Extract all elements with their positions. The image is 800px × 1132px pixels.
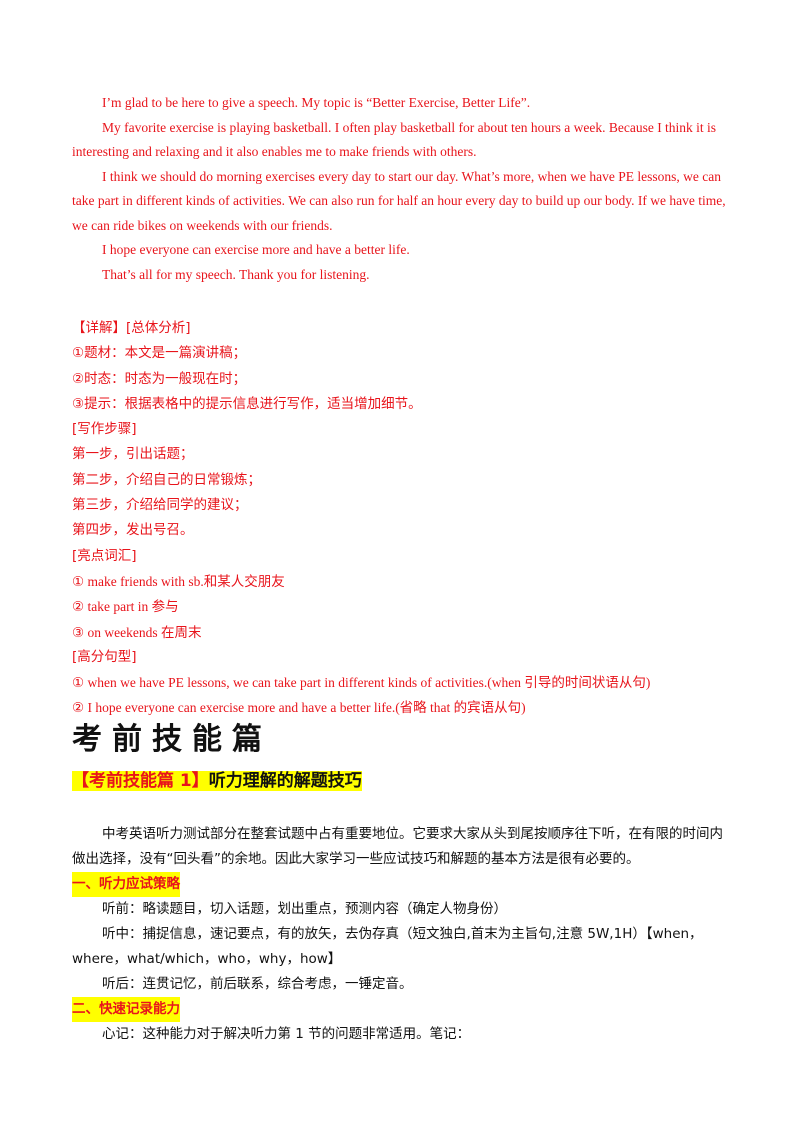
vocab-item: ① make friends with sb.和某人交朋友: [72, 573, 285, 589]
analysis-section: 【详解】[总体分析] ①题材：本文是一篇演讲稿； ②时态：时态为一般现在时； ③…: [72, 316, 728, 721]
memory-note: 心记：这种能力对于解决听力第 1 节的问题非常适用。笔记：: [102, 1026, 471, 1042]
step-item: 第二步，介绍自己的日常锻炼；: [72, 471, 261, 488]
section-bracket-title: 【考前技能篇 1】: [72, 771, 209, 791]
section-intro: 中考英语听力测试部分在整套试题中占有重要地位。它要求大家从头到尾按顺序往下听，在…: [72, 826, 723, 867]
strategy-after: 听后：连贯记忆，前后联系，综合考虑，一锤定音。: [102, 976, 413, 992]
analysis-heading: 【详解】[总体分析]: [72, 320, 191, 336]
section-body: 中考英语听力测试部分在整套试题中占有重要地位。它要求大家从头到尾按顺序往下听，在…: [72, 822, 728, 1047]
vocab-heading: [亮点词汇]: [72, 547, 137, 564]
essay-paragraph: That’s all for my speech. Thank you for …: [102, 266, 370, 282]
vocab-item: ② take part in 参与: [72, 599, 179, 615]
section-title-rest: 听力理解的解题技巧: [208, 771, 362, 791]
steps-heading: [写作步骤]: [72, 421, 137, 438]
step-item: 第一步，引出话题；: [72, 446, 194, 463]
essay-paragraph: I’m glad to be here to give a speech. My…: [102, 95, 531, 110]
chapter-title: 考前技能篇: [72, 722, 272, 757]
subheading-note-taking: 二、快速记录能力: [72, 997, 180, 1022]
model-essay: I’m glad to be here to give a speech. My…: [72, 91, 728, 287]
sentence-item: ① when we have PE lessons, we can take p…: [72, 675, 651, 691]
section-title: 【考前技能篇 1】听力理解的解题技巧: [72, 766, 362, 791]
strategy-during: 听中：捕捉信息，速记要点，有的放矢，去伪存真（短文独白,首末为主旨句,注意 5W…: [72, 926, 703, 967]
sentence-heading: [高分句型]: [72, 648, 137, 665]
strategy-before: 听前：略读题目，切入话题，划出重点，预测内容（确定人物身份）: [102, 901, 507, 917]
section-title-highlight: 【考前技能篇 1】听力理解的解题技巧: [72, 771, 362, 791]
analysis-item: ①题材：本文是一篇演讲稿；: [72, 345, 247, 362]
step-item: 第三步，介绍给同学的建议；: [72, 497, 248, 514]
essay-paragraph: I think we should do morning exercises e…: [72, 168, 726, 233]
step-item: 第四步，发出号召。: [72, 522, 194, 539]
vocab-item: ③ on weekends 在周末: [72, 624, 202, 640]
essay-paragraph: My favorite exercise is playing basketba…: [72, 119, 717, 160]
analysis-item: ③提示：根据表格中的提示信息进行写作，适当增加细节。: [72, 395, 422, 412]
essay-paragraph: I hope everyone can exercise more and ha…: [102, 242, 410, 257]
subheading-listening-strategy: 一、听力应试策略: [72, 872, 180, 897]
analysis-item: ②时态：时态为一般现在时；: [72, 370, 247, 387]
sentence-item: ② I hope everyone can exercise more and …: [72, 700, 526, 716]
